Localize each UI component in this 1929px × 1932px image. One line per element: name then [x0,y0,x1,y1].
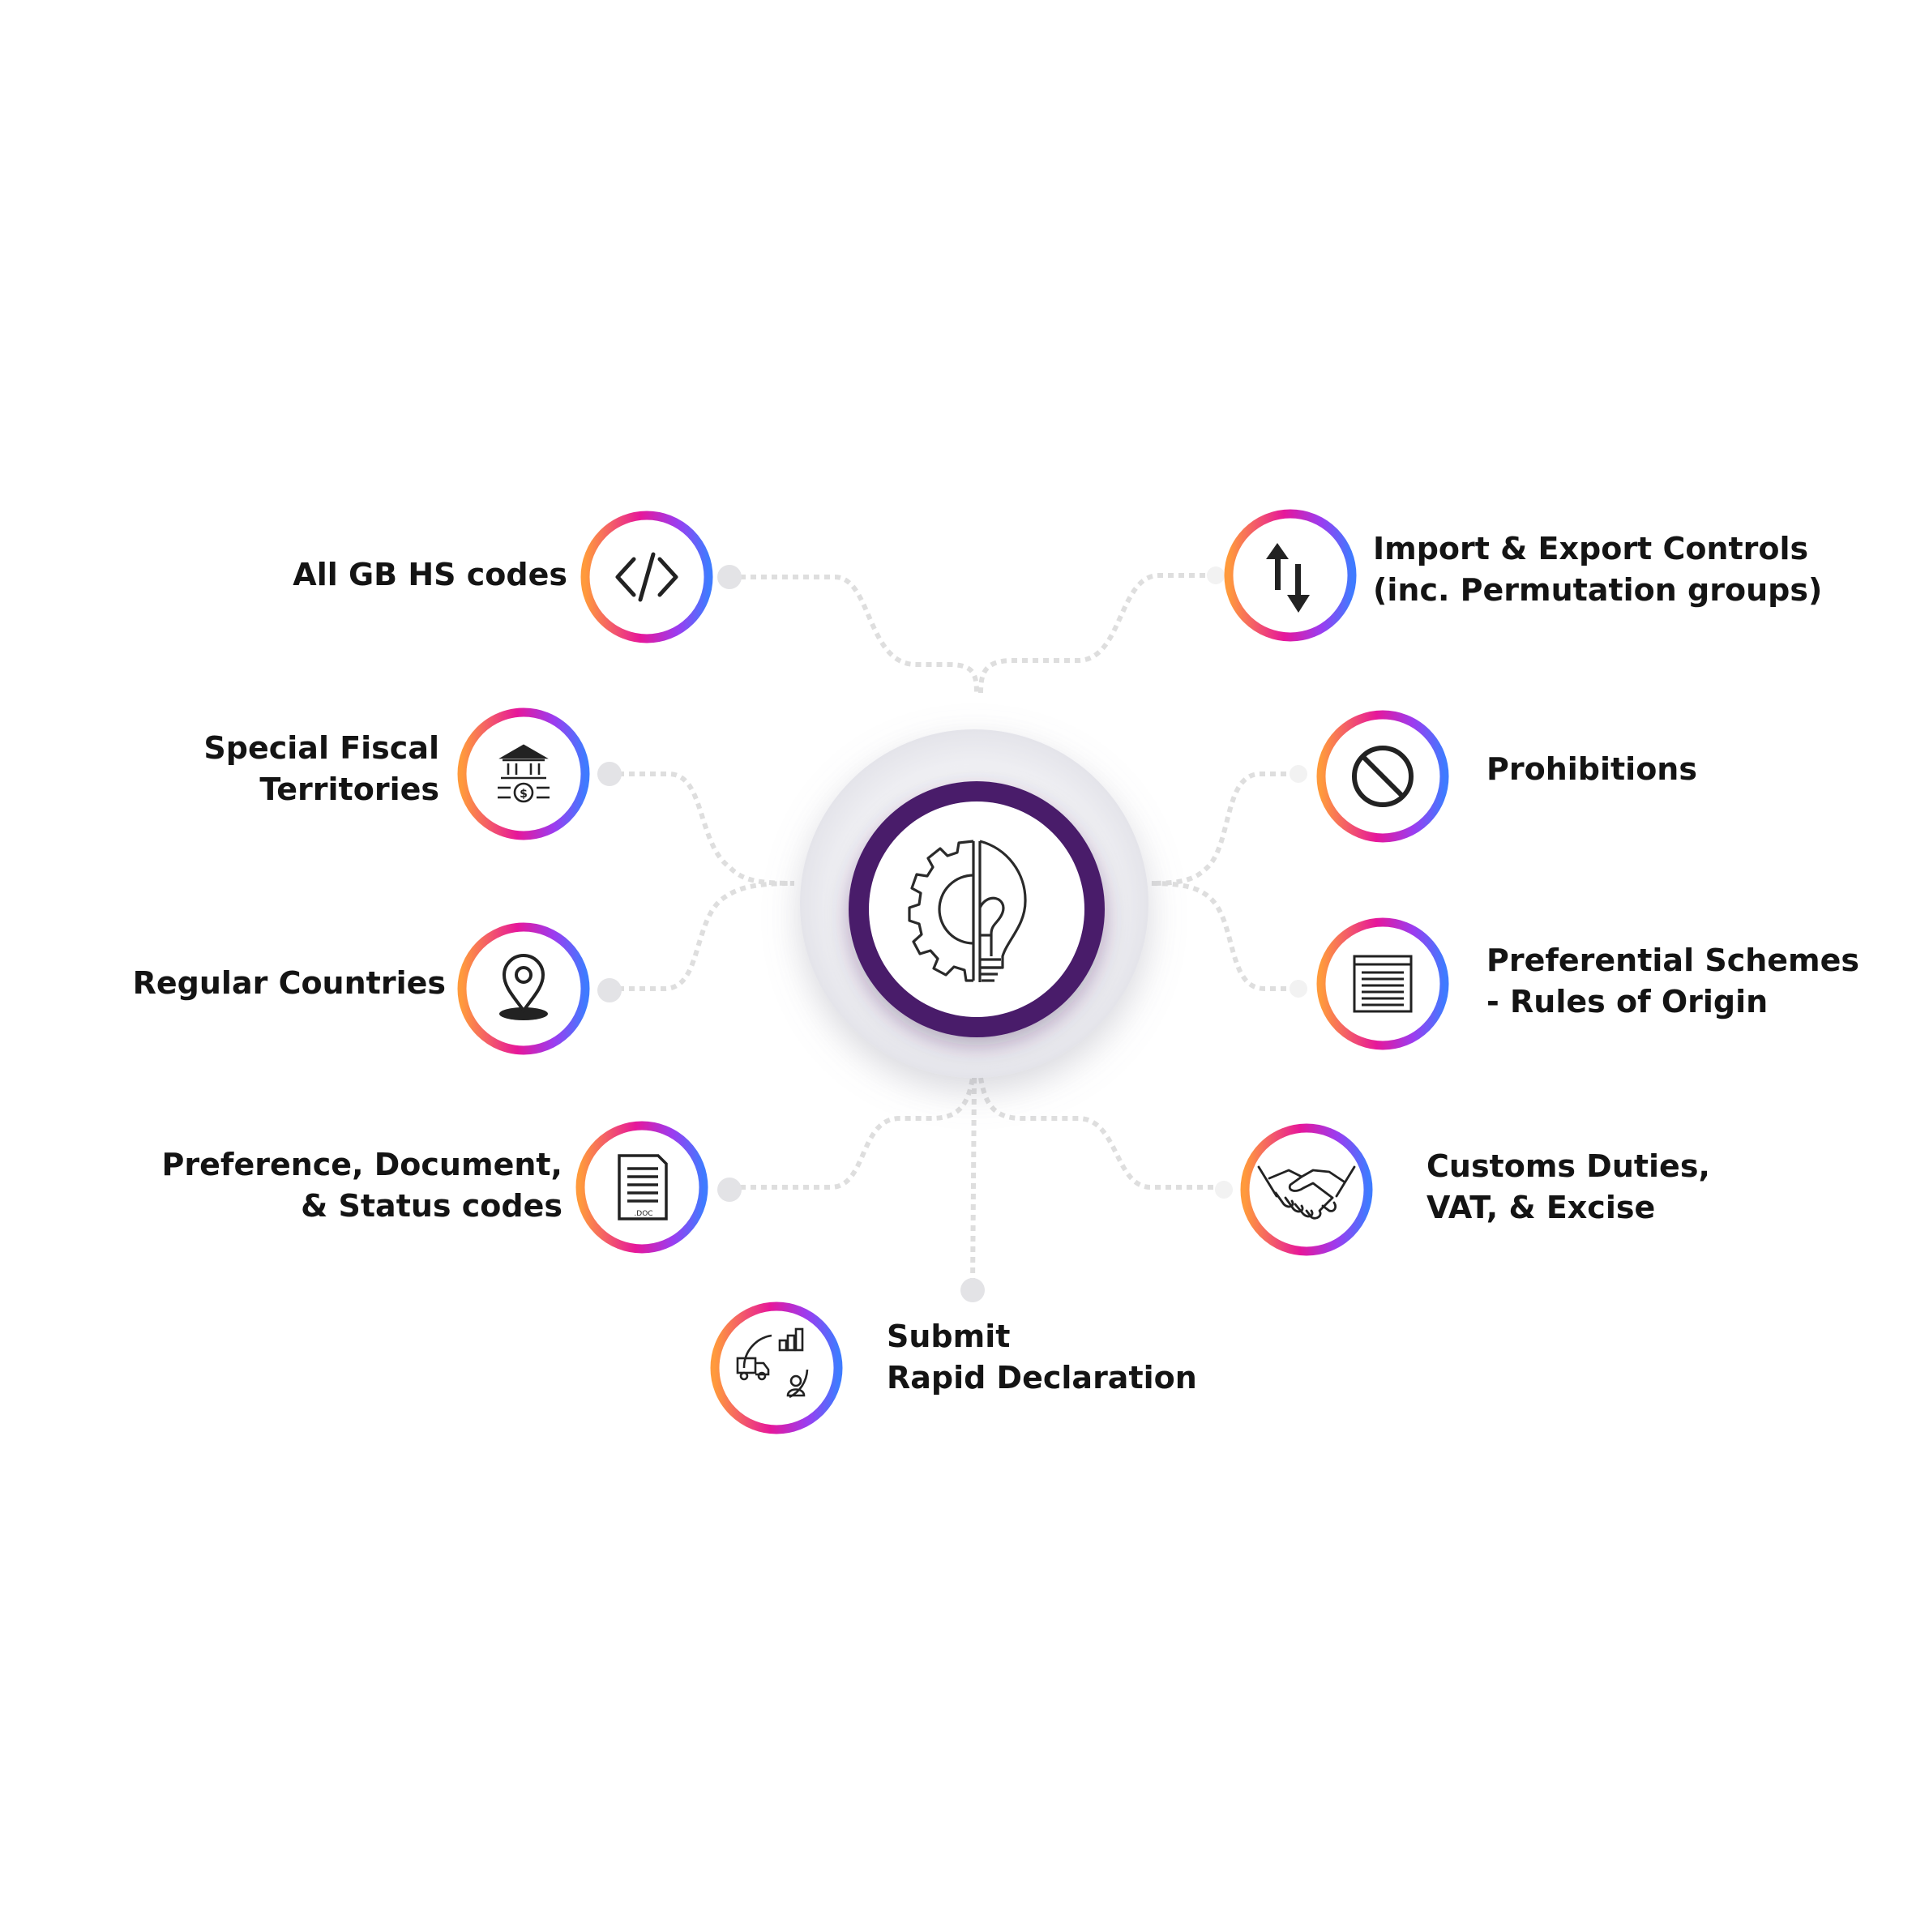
label-line: All GB HS codes [293,557,567,592]
document-icon: .DOC [618,1154,668,1220]
connector-dot [960,1278,985,1302]
connector-customs-duties [978,1077,1224,1190]
label-line: Customs Duties, [1426,1148,1710,1184]
label-line: & Status codes [301,1188,562,1224]
connector-dot [717,1178,742,1202]
connector-dot [597,762,622,786]
connector-dot [1290,980,1307,998]
connector-dot [1290,765,1307,783]
node-preferential-schemes [1316,917,1449,1050]
label-preferential-schemes: Preferential Schemes - Rules of Origin [1486,940,1859,1023]
logistics-cycle-icon [736,1327,809,1399]
label-regular-countries: Regular Countries [133,963,446,1004]
connector-dot [1207,566,1225,584]
node-preference-document-status-codes: .DOC [575,1121,708,1254]
connector-dot [597,978,622,1002]
node-all-gb-hs-codes [580,511,713,643]
label-customs-duties: Customs Duties, VAT, & Excise [1426,1146,1710,1229]
doc-icon-label: .DOC [634,1210,652,1218]
node-submit-rapid-declaration [710,1302,843,1434]
connector-preference-document [729,1077,975,1190]
node-import-export-controls [1224,509,1357,642]
label-line: Regular Countries [132,965,446,1001]
connector-regular-countries [608,881,795,991]
hub-core [869,801,1084,1017]
label-preference-document-status-codes: Preference, Document, & Status codes [162,1144,562,1227]
connector-submit-rapid [970,1077,977,1289]
node-special-fiscal-territories: $ [457,707,590,840]
connector-prohibitions [1150,772,1297,886]
connector-dot [1215,1181,1233,1199]
label-line: (inc. Permutation groups) [1373,572,1823,608]
label-line: Prohibitions [1486,751,1697,787]
code-brackets-icon [615,552,678,602]
label-line: Territories [259,772,439,807]
label-line: Rapid Declaration [887,1360,1197,1396]
label-prohibitions: Prohibitions [1486,749,1697,790]
label-line: Preferential Schemes [1486,942,1860,978]
node-prohibitions [1316,710,1449,843]
map-pin-icon [499,954,548,1020]
node-regular-countries [457,922,590,1055]
label-line: Preference, Document, [161,1147,562,1182]
label-all-gb-hs-codes: All GB HS codes [293,554,567,596]
label-line: VAT, & Excise [1426,1190,1656,1225]
prohibited-icon [1352,746,1414,807]
central-hub [800,729,1148,1078]
list-document-icon [1353,955,1413,1013]
up-down-arrows-icon [1266,543,1310,613]
connector-all-gb-hs-codes [729,575,979,694]
connector-dots [597,565,1307,1302]
label-special-fiscal-territories: Special Fiscal Territories [203,728,439,810]
connector-lines [608,573,1297,1289]
connector-dot [717,565,742,589]
feature-nodes: $ [457,509,1449,1434]
label-submit-rapid-declaration: Submit Rapid Declaration [887,1316,1197,1399]
handshake-icon [1257,1165,1356,1220]
connector-special-fiscal [608,772,795,886]
gear-lightbulb-icon [908,840,1027,982]
label-import-export-controls: Import & Export Controls (inc. Permutati… [1373,528,1822,611]
label-line: - Rules of Origin [1486,984,1769,1019]
connector-preferential-schemes [1150,881,1297,991]
label-line: Special Fiscal [203,730,439,766]
connector-import-export-controls [978,573,1216,694]
bank-money-icon: $ [498,744,550,803]
label-line: Import & Export Controls [1373,531,1809,566]
label-line: Submit [887,1319,1011,1354]
node-customs-duties [1240,1123,1373,1256]
svg-text:$: $ [520,788,528,801]
